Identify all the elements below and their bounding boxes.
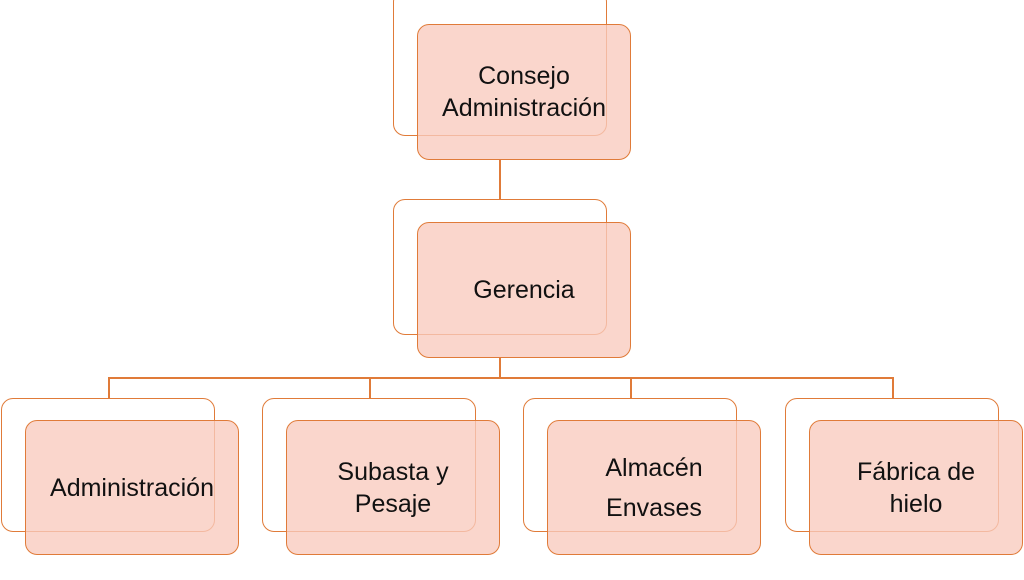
subasta-label-line2: Pesaje: [354, 489, 432, 518]
connector-to-fabrica: [892, 377, 894, 399]
connector-consejo-gerencia: [499, 160, 501, 222]
consejo-node: Consejo Administración: [417, 24, 631, 160]
fabrica-node: Fábrica de hielo: [809, 420, 1023, 555]
almacen-label-line1: Almacén: [605, 453, 703, 482]
subasta-label: Subasta y Pesaje: [337, 456, 448, 520]
administracion-node: Administración: [25, 420, 239, 555]
connector-to-administracion: [108, 377, 110, 399]
fabrica-label: Fábrica de hielo: [857, 456, 975, 520]
connector-to-almacen: [630, 377, 632, 399]
subasta-node: Subasta y Pesaje: [286, 420, 500, 555]
gerencia-label: Gerencia: [473, 276, 575, 304]
almacen-label: Almacén Envases: [605, 448, 702, 528]
almacen-node: Almacén Envases: [547, 420, 761, 555]
consejo-label: Consejo Administración: [442, 60, 606, 124]
connector-to-subasta: [369, 377, 371, 399]
fabrica-label-line2: hielo: [889, 489, 943, 518]
gerencia-node: Gerencia: [417, 222, 631, 358]
consejo-label-line2: Administración: [442, 94, 606, 122]
fabrica-label-line1: Fábrica de: [856, 457, 976, 486]
consejo-label-line1: Consejo: [478, 62, 570, 90]
connector-branch-bar: [108, 377, 893, 379]
administracion-label: Administración: [50, 473, 214, 502]
subasta-label-line1: Subasta y: [337, 457, 449, 486]
connector-gerencia-branch: [499, 358, 501, 378]
almacen-label-line2: Envases: [606, 493, 702, 522]
